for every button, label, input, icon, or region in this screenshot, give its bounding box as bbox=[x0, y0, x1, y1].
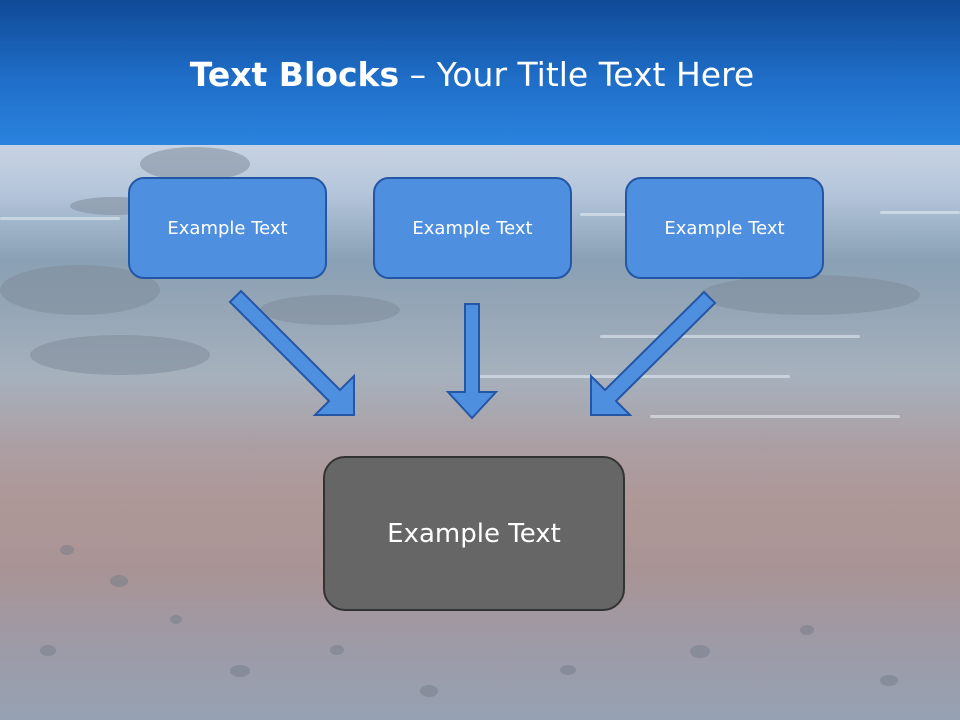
page-title: Text Blocks – Your Title Text Here bbox=[0, 52, 944, 98]
text-block-2-label: Example Text bbox=[412, 217, 533, 239]
arrow-left-diagonal bbox=[228, 289, 355, 416]
arrow-center-down bbox=[445, 303, 499, 420]
text-block-1: Example Text bbox=[128, 177, 327, 279]
title-dash: – bbox=[399, 55, 437, 94]
title-bar: Text Blocks – Your Title Text Here bbox=[0, 0, 960, 145]
text-block-2: Example Text bbox=[373, 177, 572, 279]
title-rest: Your Title Text Here bbox=[436, 55, 755, 94]
title-bold-part: Text Blocks bbox=[189, 55, 400, 94]
arrow-right-diagonal bbox=[590, 290, 717, 416]
result-block: Example Text bbox=[323, 456, 625, 611]
text-block-3-label: Example Text bbox=[664, 217, 785, 239]
result-block-label: Example Text bbox=[387, 518, 561, 549]
text-block-3: Example Text bbox=[625, 177, 824, 279]
text-block-1-label: Example Text bbox=[167, 217, 288, 239]
